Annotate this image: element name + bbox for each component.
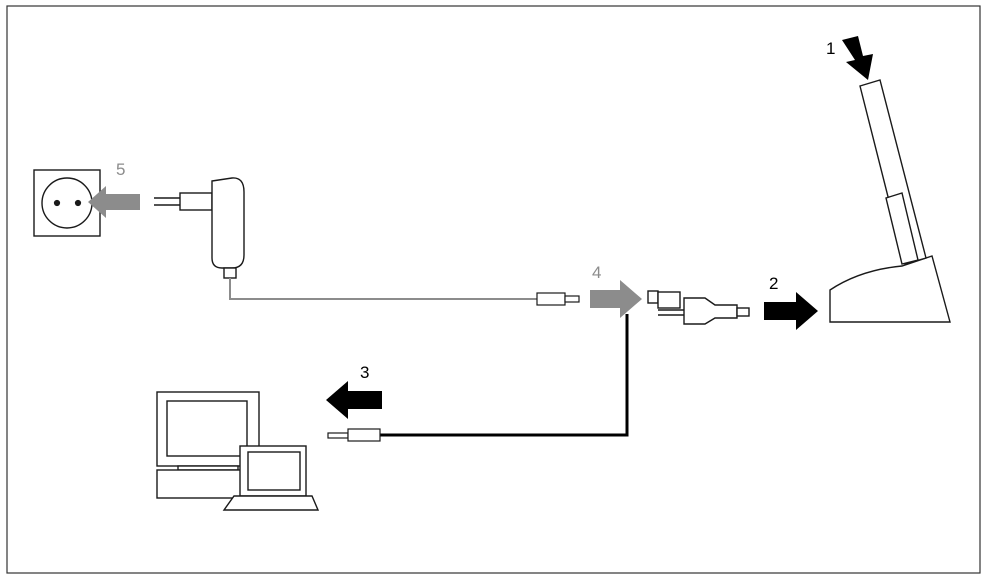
step-2-arrow <box>764 292 818 330</box>
wall-socket-icon <box>33 169 101 237</box>
cradle-icon <box>829 255 951 323</box>
power-adapter-icon <box>154 177 245 279</box>
power-plug-connector <box>536 292 580 306</box>
usb-connector-icon <box>647 290 750 325</box>
step-4-arrow <box>590 280 642 318</box>
step-4-label: 4 <box>592 263 601 282</box>
step-5-label: 5 <box>116 160 125 179</box>
computer-plug-connector <box>327 428 381 442</box>
handheld-device-icon <box>859 79 927 265</box>
laptop-icon <box>222 445 320 511</box>
step-3-label: 3 <box>360 363 369 382</box>
step-1-arrow <box>842 36 873 80</box>
power-cable <box>229 278 537 300</box>
step-1-label: 1 <box>826 39 835 58</box>
step-2-label: 2 <box>769 274 778 293</box>
step-3-arrow <box>326 381 382 419</box>
step-5-arrow <box>88 186 140 218</box>
data-cable <box>380 314 629 437</box>
